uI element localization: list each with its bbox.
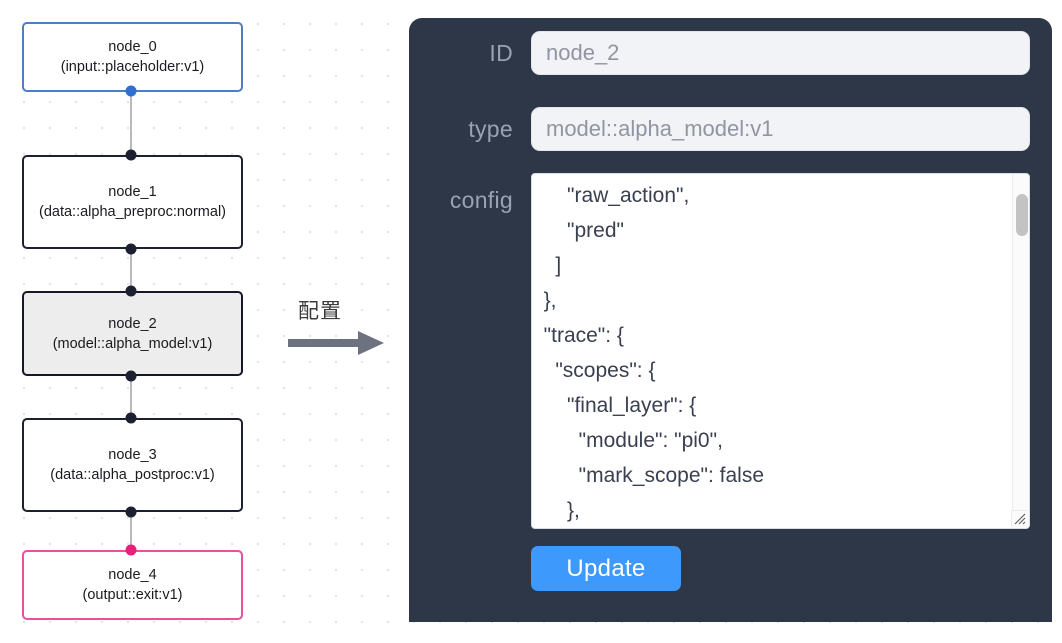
edge-node1-node2: [130, 249, 132, 292]
graph-node-node_0[interactable]: node_0 (input::placeholder:v1): [22, 22, 243, 92]
node-label: node_4 (output::exit:v1): [82, 567, 183, 603]
node_1-output-port[interactable]: [125, 243, 137, 255]
node-label: node_2 (model::alpha_model:v1): [52, 315, 213, 352]
annotation-arrow-group: 配置: [288, 295, 396, 365]
config-scrollbar-thumb[interactable]: [1016, 194, 1028, 236]
edge-node0-node1: [130, 91, 132, 155]
node_2-output-port[interactable]: [125, 370, 137, 382]
node-label: node_1 (data::alpha_preproc:normal): [39, 184, 226, 220]
type-input[interactable]: model::alpha_model:v1: [531, 107, 1030, 151]
edge-node2-node3: [130, 376, 132, 418]
config-scrollbar[interactable]: [1012, 174, 1029, 528]
graph-node-node_1[interactable]: node_1 (data::alpha_preproc:normal): [22, 155, 243, 249]
config-textarea[interactable]: "raw_action", "pred" ] }, "trace": { "sc…: [531, 173, 1030, 529]
id-input[interactable]: node_2: [531, 31, 1030, 75]
update-button[interactable]: Update: [531, 546, 681, 591]
node-label: node_0 (input::placeholder:v1): [60, 39, 205, 75]
type-field-label: type: [468, 115, 513, 142]
graph-node-node_3[interactable]: node_3 (data::alpha_postproc:v1): [22, 418, 243, 512]
node-graph[interactable]: node_0 (input::placeholder:v1) node_1 (d…: [0, 0, 400, 643]
id-field-label: ID: [489, 39, 513, 66]
config-field-row: config "raw_action", "pred" ] }, "trace"…: [409, 173, 1030, 529]
config-field-label: config: [449, 187, 513, 213]
node_4-input-port[interactable]: [125, 544, 137, 556]
type-field-row: type model::alpha_model:v1: [409, 107, 1030, 151]
node_1-input-port[interactable]: [125, 149, 137, 161]
graph-node-node_2[interactable]: node_2 (model::alpha_model:v1): [22, 291, 243, 376]
right-arrow-icon: [288, 331, 384, 355]
arrow-label: 配置: [298, 299, 342, 323]
graph-node-node_4[interactable]: node_4 (output::exit:v1): [22, 550, 243, 620]
id-field-row: ID node_2: [409, 31, 1030, 75]
node_3-input-port[interactable]: [125, 412, 137, 424]
edge-node3-node4: [130, 512, 132, 550]
node_0-output-port[interactable]: [125, 85, 137, 97]
config-resize-handle[interactable]: [1011, 510, 1028, 527]
node-config-panel[interactable]: ID node_2 type model::alpha_model:v1 con…: [409, 18, 1052, 622]
node-label: node_3 (data::alpha_postproc:v1): [50, 447, 215, 483]
config-textarea-content[interactable]: "raw_action", "pred" ] }, "trace": { "sc…: [543, 184, 764, 522]
resize-grip-icon: [1014, 513, 1026, 525]
node_3-output-port[interactable]: [125, 506, 137, 518]
node_2-input-port[interactable]: [125, 285, 137, 297]
